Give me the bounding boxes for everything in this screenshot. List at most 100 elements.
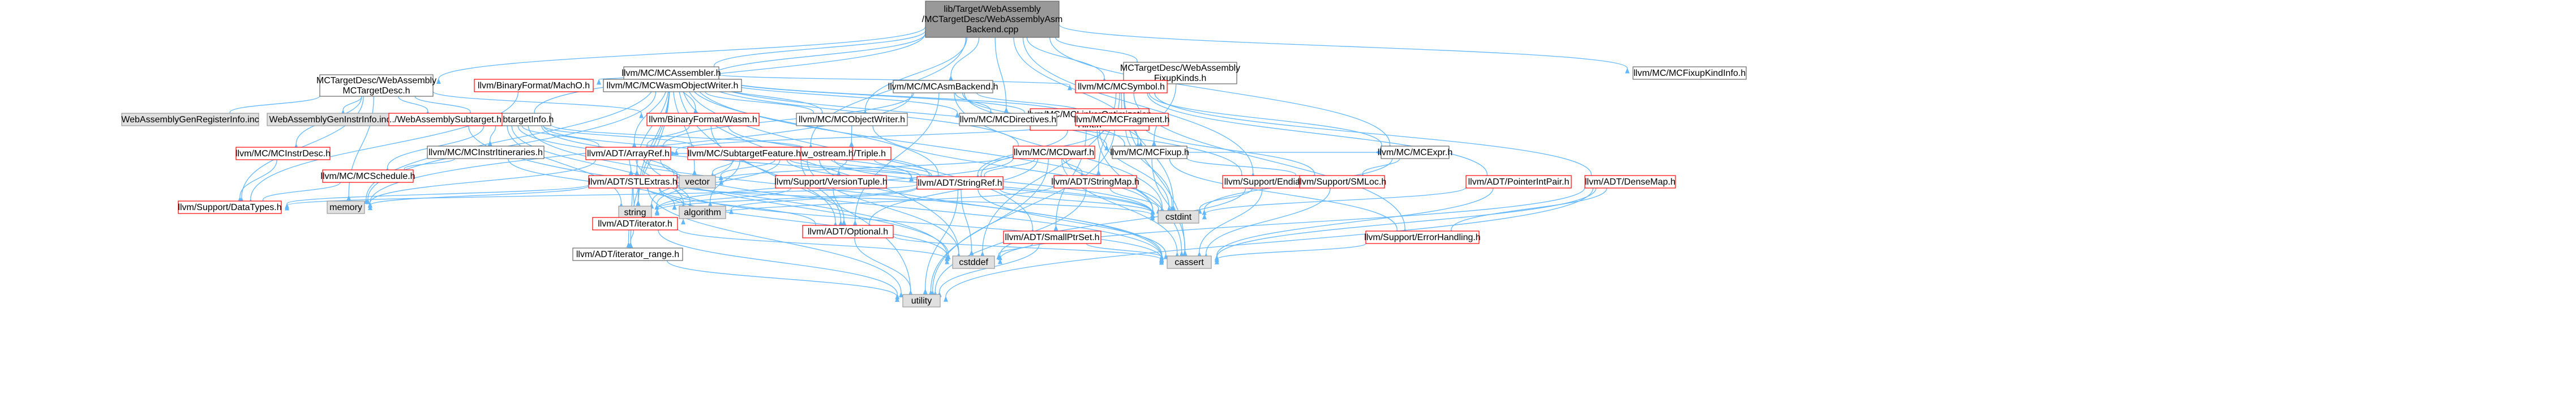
edge-root-to-mcsymbol — [1026, 37, 1107, 83]
node-label: llvm/Support/VersionTuple.h — [774, 177, 888, 187]
node-label: llvm/ADT/PointerIntPair.h — [1468, 177, 1570, 187]
edge-mcsubtargetinfo-to-adtarrayref — [521, 125, 602, 151]
node-mcinstritineraries[interactable]: llvm/MC/MCInstrItineraries.h — [427, 146, 545, 159]
edge-mcdwarf-to-adtoptional — [867, 158, 1039, 229]
node-box — [687, 147, 801, 160]
node-label: llvm/Support/ErrorHandling.h — [1364, 233, 1480, 242]
node-vector: vector — [679, 175, 716, 189]
node-mcinstrdesc[interactable]: llvm/MC/MCInstrDesc.h — [235, 147, 331, 160]
edge-adtstringref-to-cassert — [978, 189, 1168, 259]
edge-mcassembler-to-cstdint — [693, 79, 1155, 215]
node-box — [1299, 175, 1385, 189]
node-adtoptional[interactable]: llvm/ADT/Optional.h — [802, 225, 894, 238]
node-mcsubtargetfeature[interactable]: llvm/MC/SubtargetFeature.h — [687, 147, 801, 160]
node-mcasmbackend[interactable]: llvm/MC/MCAsmBackend.h — [888, 80, 998, 93]
node-box — [1053, 175, 1137, 189]
node-algorithm: algorithm — [679, 206, 726, 219]
node-box — [603, 79, 742, 92]
edge-root-to-mcsubtargetinfo — [532, 32, 926, 118]
node-errorhandling[interactable]: llvm/Support/ErrorHandling.h — [1364, 230, 1481, 244]
node-box — [1167, 255, 1212, 269]
node-box — [585, 147, 671, 160]
edge-mcsymbol-to-adtpointerintpair — [1147, 92, 1490, 180]
edge-supportsmloc-to-cassert — [1203, 187, 1331, 259]
edge-adtsmallptrset-to-cstddef — [996, 243, 1033, 260]
node-adtstringmap[interactable]: llvm/ADT/StringMap.h — [1051, 175, 1139, 189]
node-box — [178, 200, 282, 214]
node-mcdirectives[interactable]: llvm/MC/MCDirectives.h — [959, 113, 1057, 126]
node-label: string — [624, 208, 646, 217]
node-root[interactable]: lib/Target/WebAssembly/MCTargetDesc/WebA… — [922, 1, 1063, 38]
node-box — [893, 80, 993, 93]
node-versiontuple[interactable]: llvm/Support/VersionTuple.h — [774, 175, 888, 189]
edge-mcsubtargetinfo-to-mcsubtargetfeature — [543, 125, 696, 152]
edge-root-to-supportendian — [1022, 37, 1255, 178]
edge-adtstlextras-to-cstddef — [658, 187, 950, 262]
node-adtpointerintpair[interactable]: llvm/ADT/PointerIntPair.h — [1465, 175, 1572, 189]
node-label: llvm/MC/MCDwarf.h — [1014, 148, 1094, 157]
node-mcdwarf[interactable]: llvm/MC/MCDwarf.h — [1013, 146, 1095, 159]
node-adtarrayref[interactable]: llvm/ADT/ArrayRef.h — [585, 147, 671, 160]
node-label: llvm/MC/MCExpr.h — [1378, 148, 1452, 157]
node-adtstlextras[interactable]: llvm/ADT/STLExtras.h — [588, 175, 678, 189]
node-box — [588, 175, 678, 189]
node-adtstringref[interactable]: llvm/ADT/StringRef.h — [916, 176, 1004, 190]
node-box — [679, 175, 716, 189]
node-label: MCTargetDesc/WebAssembly — [1120, 63, 1240, 73]
node-wasmsubtarget[interactable]: ../WebAssemblySubtarget.h — [388, 113, 503, 126]
node-supportendian[interactable]: llvm/Support/Endian.h — [1222, 175, 1315, 189]
node-adtsmallptrset[interactable]: llvm/ADT/SmallPtrSet.h — [1003, 230, 1101, 244]
node-box — [1365, 230, 1480, 244]
edge-mcobjectwriter-to-cstdint — [872, 125, 1155, 215]
node-mcassembler[interactable]: llvm/MC/MCAssembler.h — [622, 66, 721, 80]
node-label: llvm/ADT/iterator.h — [598, 219, 672, 229]
node-wasmgenreginfo: WebAssemblyGenRegisterInfo.inc — [121, 113, 259, 126]
node-adtiterator[interactable]: llvm/ADT/iterator.h — [592, 217, 678, 230]
node-supportdatatypes[interactable]: llvm/Support/DataTypes.h — [178, 200, 282, 214]
node-mcfixup[interactable]: llvm/MC/MCFixup.h — [1110, 146, 1189, 159]
node-box — [1112, 146, 1188, 159]
edge-mcsymbol-to-adtstringmap — [1096, 92, 1120, 176]
node-box — [592, 217, 678, 230]
edge-rawostream-to-vector — [718, 159, 775, 181]
node-mcfragment[interactable]: llvm/MC/MCFragment.h — [1074, 113, 1170, 126]
edge-mcassembler-to-adtstringref — [687, 79, 941, 180]
edge-adtarrayref-to-memory — [367, 159, 596, 208]
node-supportsmloc[interactable]: llvm/Support/SMLoc.h — [1298, 175, 1387, 189]
node-label: cstddef — [959, 258, 988, 267]
node-box — [474, 79, 594, 92]
node-mcwasmobjwriter[interactable]: llvm/MC/MCWasmObjectWriter.h — [603, 79, 742, 92]
node-binformatwasm[interactable]: llvm/BinaryFormat/Wasm.h — [646, 113, 760, 126]
node-adtdensemap[interactable]: llvm/ADT/DenseMap.h — [1584, 175, 1676, 189]
edge-supportendian-to-cassert — [1197, 187, 1263, 257]
node-mcexpr[interactable]: llvm/MC/MCExpr.h — [1378, 146, 1452, 159]
node-iteratorrange[interactable]: llvm/ADT/iterator_range.h — [572, 247, 683, 261]
edge-mcfixup-to-errorhandling — [1169, 158, 1400, 235]
edge-mcassembler-to-mcsymbol — [718, 74, 1073, 91]
edge-mcsubtargetinfo-to-string — [507, 125, 624, 208]
node-box — [1465, 175, 1572, 189]
edge-rawostream-to-cassert — [819, 159, 1164, 260]
node-mcfixupkindinfo[interactable]: llvm/MC/MCFixupKindInfo.h — [1632, 66, 1747, 80]
node-machoh[interactable]: llvm/BinaryFormat/MachO.h — [474, 79, 594, 92]
edge-adtstlextras-to-cassert — [675, 187, 1164, 263]
edge-adtdensemap-to-cstddef — [997, 187, 1585, 264]
edge-wasmmctargetdesc-to-binformatwasm — [432, 91, 644, 118]
edge-mclinkeropt-to-cstdint — [1099, 130, 1172, 212]
edge-adtsmallptrset-to-cassert — [1086, 243, 1164, 263]
node-mcobjectwriter[interactable]: llvm/MC/MCObjectWriter.h — [796, 113, 908, 126]
edge-mcasmbackend-to-mcdirectives — [955, 92, 993, 116]
node-box — [427, 146, 545, 159]
edge-mcdwarf-to-cassert — [1061, 158, 1180, 258]
node-mcschedule[interactable]: llvm/MC/MCSchedule.h — [320, 169, 415, 183]
edge-adtstlextras-to-memory — [367, 185, 589, 211]
edge-mcsubtargetfeature-to-algorithm — [708, 159, 740, 207]
node-label: llvm/MC/MCWasmObjectWriter.h — [607, 81, 739, 91]
edge-adttriple-to-versiontuple — [836, 159, 847, 176]
node-mcsymbol[interactable]: llvm/MC/MCSymbol.h — [1075, 80, 1168, 93]
edge-mcasmbackend-to-supportendian — [963, 92, 1244, 180]
node-box — [121, 113, 259, 126]
edge-wasmmctargetdesc-to-wasmgeninstrinfo — [341, 96, 362, 116]
